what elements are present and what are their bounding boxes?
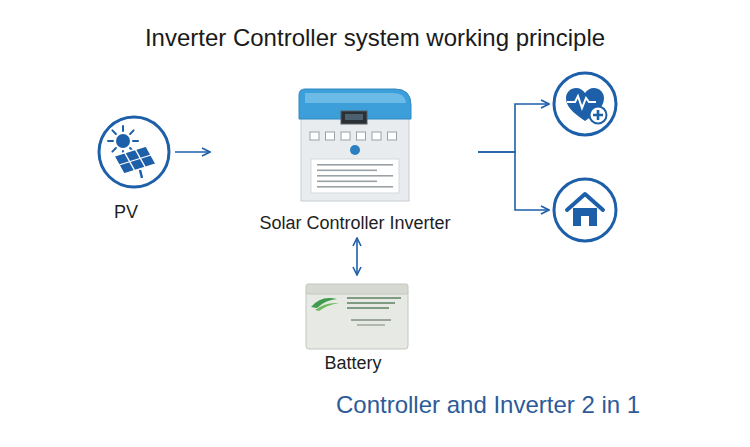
icon-ring: [99, 117, 169, 187]
node-label: Solar Controller Inverter: [259, 213, 450, 235]
diagram-caption: Controller and Inverter 2 in 1: [336, 390, 640, 420]
home-icon: [567, 194, 603, 226]
flow-arrow: [478, 152, 549, 210]
node-label: PV: [114, 202, 138, 224]
load-icon-node: [552, 177, 618, 243]
icon-ring: [554, 73, 616, 135]
load-icon-node: [552, 71, 618, 137]
node-shape: [552, 71, 618, 137]
inverter-illustration: [299, 89, 411, 201]
flow-arrow: [175, 151, 210, 153]
flow-arrow: [356, 238, 358, 275]
health-icon: [566, 88, 607, 124]
node-shape: [96, 114, 172, 190]
node-label: Battery: [324, 353, 381, 375]
battery-illustration: [306, 284, 408, 349]
diagram-title: Inverter Controller system working princ…: [0, 23, 750, 53]
node-shape: [297, 87, 415, 205]
icon-ring: [554, 179, 616, 241]
inverter-node: Solar Controller Inverter: [215, 95, 475, 209]
solar-panel-icon: [108, 126, 156, 178]
solar-pv-node: PV: [96, 114, 172, 190]
node-shape: [552, 177, 618, 243]
node-shape: [305, 283, 409, 351]
flow-arrow: [478, 104, 549, 152]
battery-node: Battery: [305, 283, 409, 351]
